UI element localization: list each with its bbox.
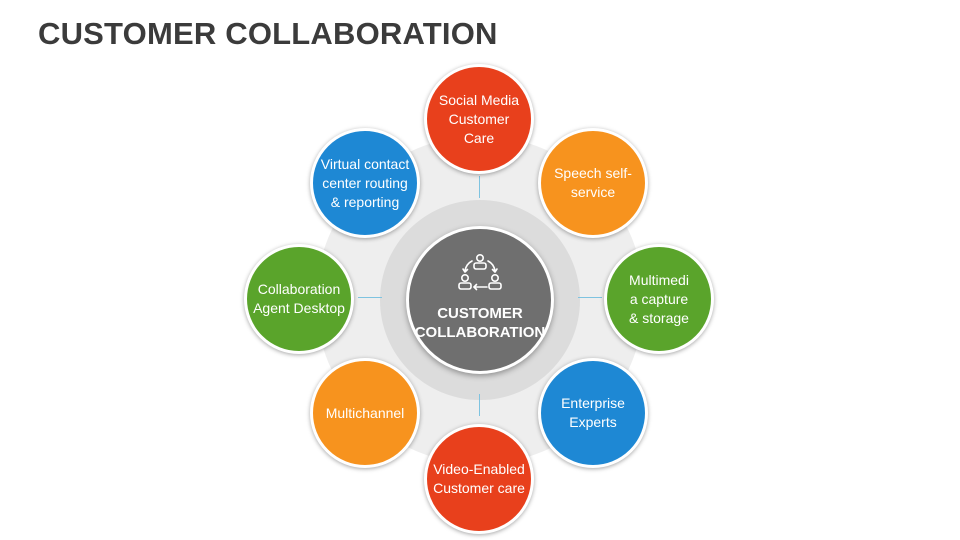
node-label: Multimedi a capture & storage [629, 271, 689, 326]
node-label: Video-Enabled Customer care [433, 461, 525, 496]
collaboration-cycle-icon [458, 253, 502, 291]
node-social-media: Social Media Customer Care [424, 64, 534, 174]
node-label: Social Media Customer Care [438, 91, 520, 146]
page-title: CUSTOMER COLLABORATION [38, 16, 498, 51]
connector-left [358, 297, 382, 298]
node-label: Collaboration Agent Desktop [253, 281, 345, 316]
node-label: Enterprise Experts [561, 395, 625, 430]
node-video-enabled: Video-Enabled Customer care [424, 424, 534, 534]
node-label: Virtual contact center routing & reporti… [320, 155, 410, 210]
node-enterprise-experts: Enterprise Experts [538, 358, 648, 468]
node-multichannel: Multichannel [310, 358, 420, 468]
node-collaboration-agent: Collaboration Agent Desktop [244, 244, 354, 354]
connector-bottom [479, 394, 480, 416]
center-label: CUSTOMER COLLABORATION [414, 305, 546, 341]
node-speech-self-service: Speech self- service [538, 128, 648, 238]
node-label: Speech self- service [554, 165, 632, 200]
node-label: Multichannel [325, 404, 405, 421]
connector-right [578, 297, 602, 298]
connector-top [479, 176, 480, 198]
node-virtual-contact: Virtual contact center routing & reporti… [310, 128, 420, 238]
center-hub: CUSTOMER COLLABORATION [406, 226, 554, 374]
node-multimedia-capture: Multimedi a capture & storage [604, 244, 714, 354]
